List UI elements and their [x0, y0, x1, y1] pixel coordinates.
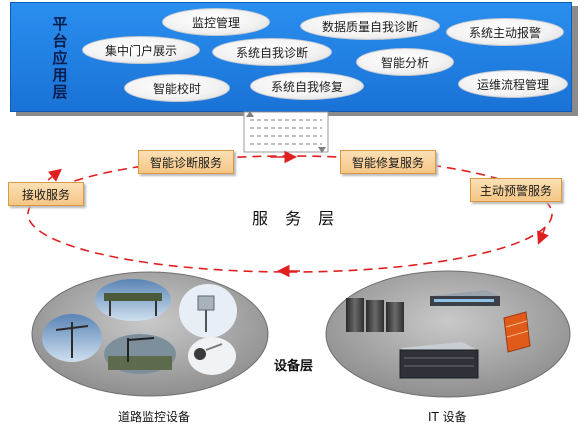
service-intelligent-repair: 智能修复服务: [340, 150, 436, 174]
platform-item-portal-display: 集中门户展示: [82, 36, 200, 64]
platform-item-ops-workflow: 运维流程管理: [458, 70, 568, 98]
road-monitoring-devices-caption: 道路监控设备: [118, 410, 191, 424]
platform-layer-title: 平台应用层: [52, 15, 68, 101]
street-pole-photo: [42, 314, 102, 362]
platform-item-time-calibration: 智能校时: [124, 74, 230, 102]
storage-array-icon: [399, 342, 479, 379]
layer-connector: [243, 111, 329, 153]
service-receive: 接收服务: [8, 182, 84, 206]
platform-item-self-repair: 系统自我修复: [250, 72, 364, 100]
platform-item-active-alarm: 系统主动报警: [446, 18, 564, 46]
camera-box-photo: [179, 284, 237, 338]
service-intelligent-diagnosis: 智能诊断服务: [138, 150, 234, 174]
gantry-photo: [95, 279, 171, 321]
it-devices-caption: IT 设备: [428, 410, 467, 424]
firewall-icon: [503, 311, 531, 353]
device-layer-label: 设备层: [274, 359, 314, 374]
dome-camera-photo: [188, 337, 236, 375]
platform-item-monitoring-management: 监控管理: [162, 8, 270, 36]
ring-arrow-right: [537, 227, 549, 245]
server-tower-icon: [346, 298, 404, 332]
platform-item-data-quality-self-diagnosis: 数据质量自我诊断: [300, 12, 440, 40]
road-camera-photo: [104, 334, 176, 374]
rack-switch-icon: [430, 290, 500, 306]
platform-item-intelligent-analysis: 智能分析: [356, 48, 454, 76]
service-layer-label: 服 务 层: [252, 209, 341, 228]
platform-item-self-diagnosis: 系统自我诊断: [212, 38, 332, 66]
service-active-warning: 主动预警服务: [470, 178, 562, 202]
ring-arrow-left: [47, 168, 62, 182]
